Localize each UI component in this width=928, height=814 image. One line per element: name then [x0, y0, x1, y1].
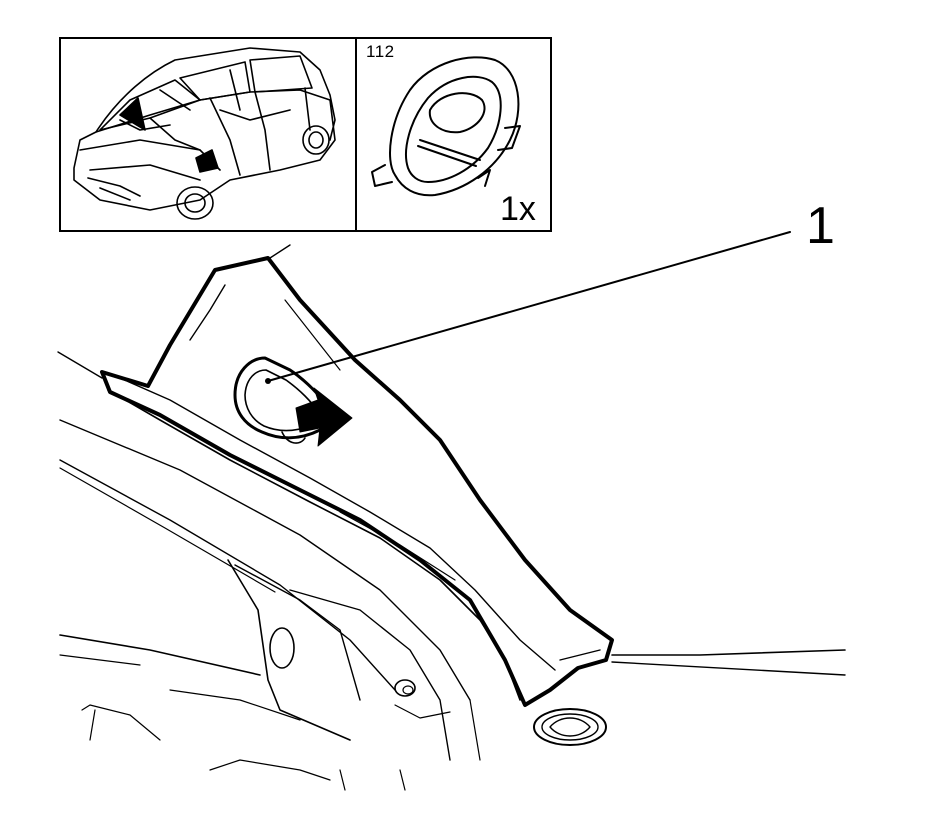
- inset-frame: [59, 37, 552, 232]
- inset-divider: [355, 37, 357, 232]
- callout-anchor-dot: [265, 378, 271, 384]
- removal-direction-arrow: [295, 387, 353, 447]
- quantity-label: 1x: [500, 190, 536, 228]
- callout-label: 1: [806, 197, 835, 255]
- pillar-trim-drawing: [57, 244, 846, 791]
- car-overview-drawing: [73, 47, 336, 220]
- callout-leader-line: [267, 231, 791, 382]
- part-number-label: 112: [366, 42, 395, 61]
- trim-clip-drawing: [371, 56, 521, 197]
